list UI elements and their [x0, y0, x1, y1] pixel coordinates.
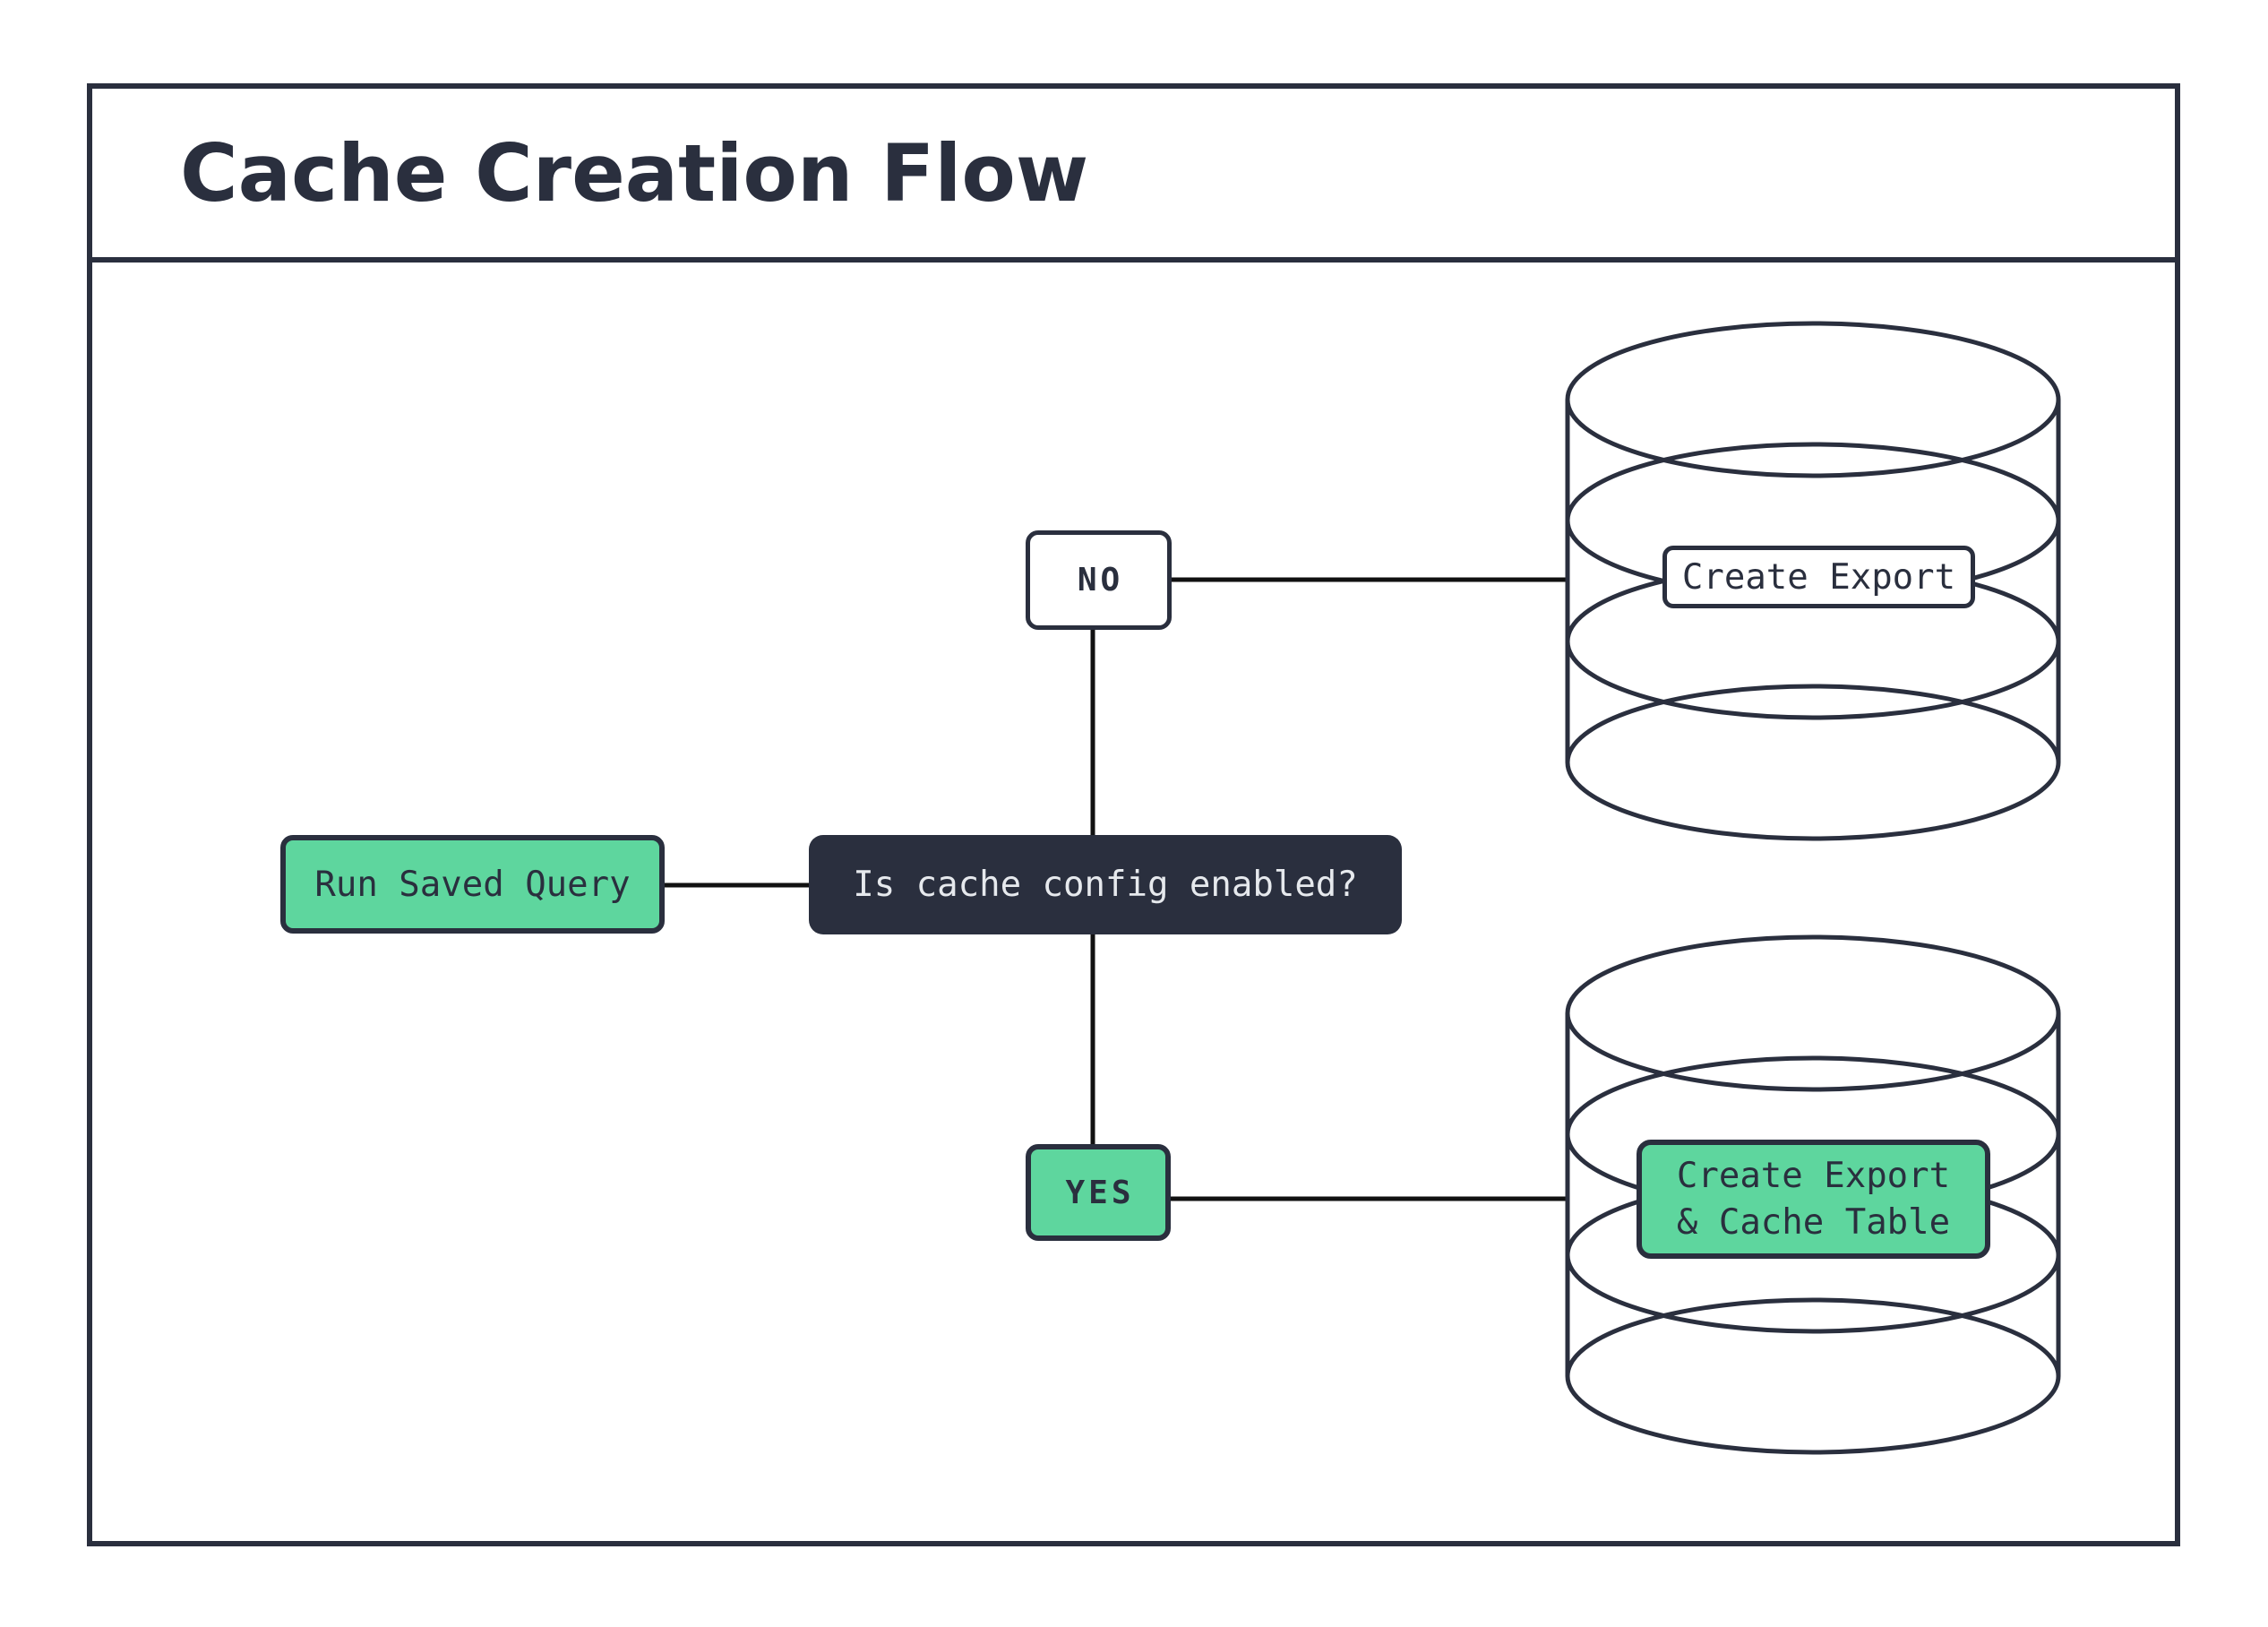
- node-run-saved-query: Run Saved Query: [280, 835, 665, 934]
- node-branch-yes-label: YES: [1065, 1174, 1135, 1211]
- connector-lines: [665, 577, 1568, 1201]
- diagram-frame: Cache Creation Flow: [87, 83, 2180, 1546]
- node-create-export-cache-line2: & Cache Table: [1676, 1201, 1951, 1243]
- title-bar: Cache Creation Flow: [92, 89, 2175, 263]
- node-create-export: Create Export: [1662, 546, 1975, 608]
- node-run-saved-query-label: Run Saved Query: [314, 864, 631, 905]
- node-create-export-cache-table: Create Export & Cache Table: [1637, 1140, 1990, 1259]
- page-title: Cache Creation Flow: [180, 126, 1089, 220]
- node-create-export-label: Create Export: [1681, 556, 1956, 598]
- node-decision-label: Is cache config enabled?: [853, 865, 1358, 905]
- node-decision-cache-config: Is cache config enabled?: [809, 835, 1402, 934]
- node-create-export-cache-line1: Create Export: [1676, 1156, 1951, 1197]
- node-branch-no-label: NO: [1077, 562, 1124, 598]
- node-branch-no: NO: [1026, 530, 1172, 630]
- node-branch-yes: YES: [1026, 1144, 1171, 1241]
